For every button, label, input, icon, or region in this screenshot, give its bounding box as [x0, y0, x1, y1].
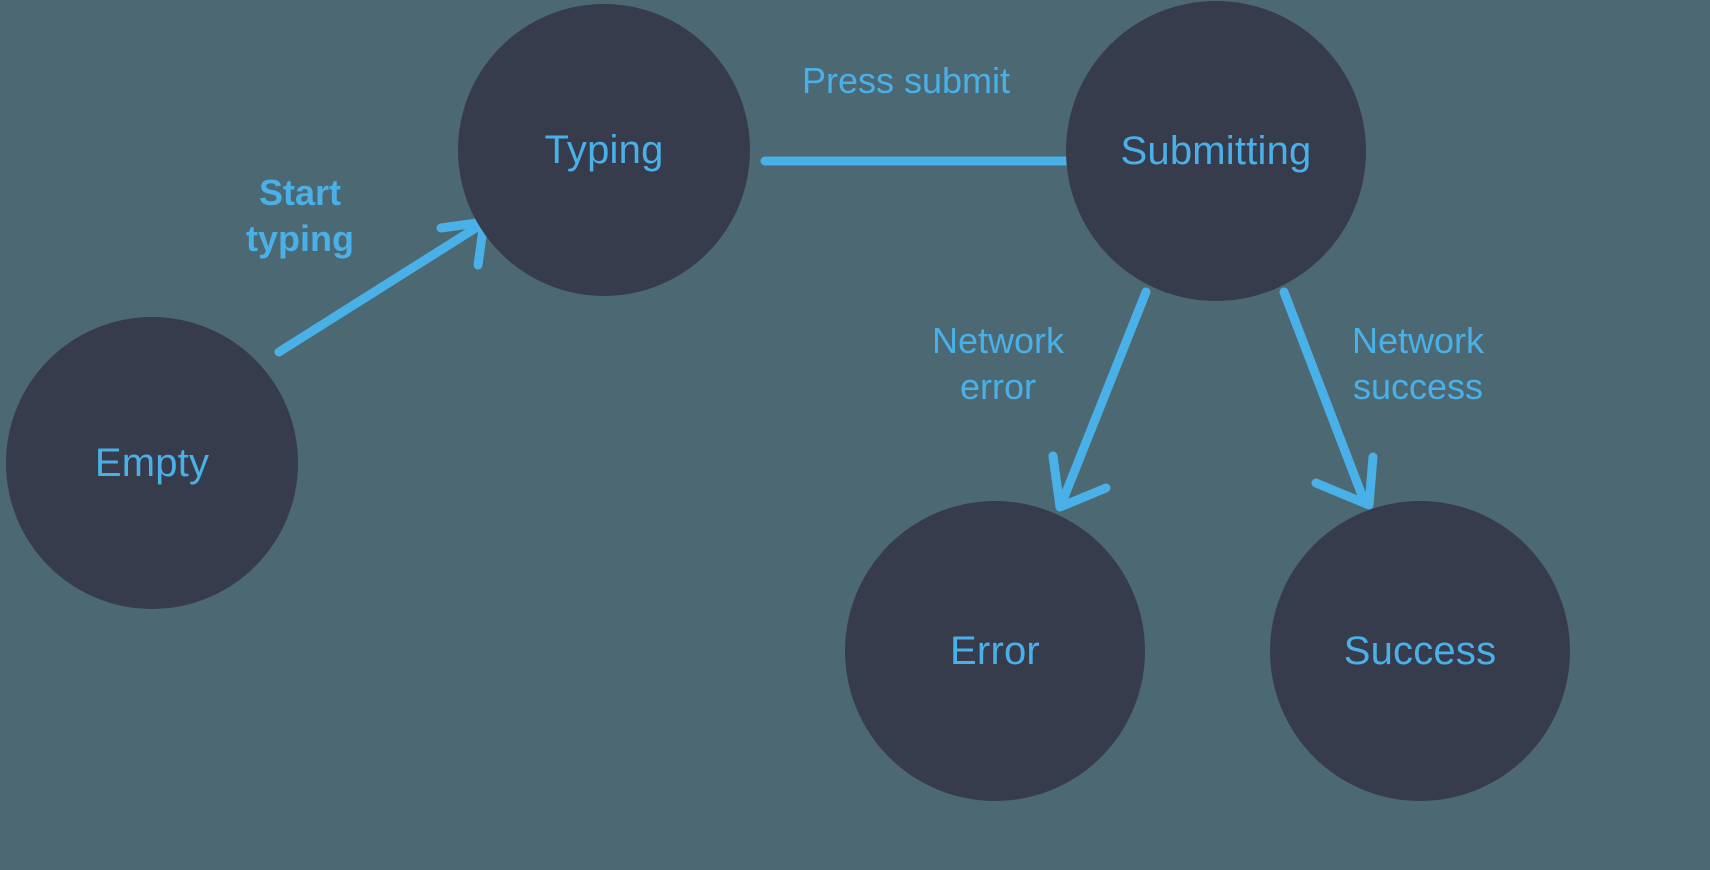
state-label-empty: Empty — [94, 441, 210, 485]
state-node-submitting[interactable]: Submitting — [1066, 1, 1366, 301]
edge-label-press-submit: Press submit — [801, 60, 1011, 101]
state-node-error[interactable]: Error — [845, 501, 1145, 801]
state-label-success: Success — [1343, 629, 1497, 673]
state-node-success[interactable]: Success — [1270, 501, 1570, 801]
state-label-typing: Typing — [544, 128, 664, 172]
edge-label-network-error: Network error — [931, 320, 1065, 408]
edge-network-success — [1279, 287, 1378, 510]
edge-network-error — [1048, 287, 1151, 512]
state-label-error: Error — [950, 629, 1040, 673]
edge-label-network-success: Network success — [1351, 320, 1485, 408]
state-node-typing[interactable]: Typing — [458, 4, 750, 296]
state-label-submitting: Submitting — [1120, 129, 1312, 173]
edge-label-start-typing: Start typing — [246, 172, 354, 260]
state-node-empty[interactable]: Empty — [6, 317, 298, 609]
